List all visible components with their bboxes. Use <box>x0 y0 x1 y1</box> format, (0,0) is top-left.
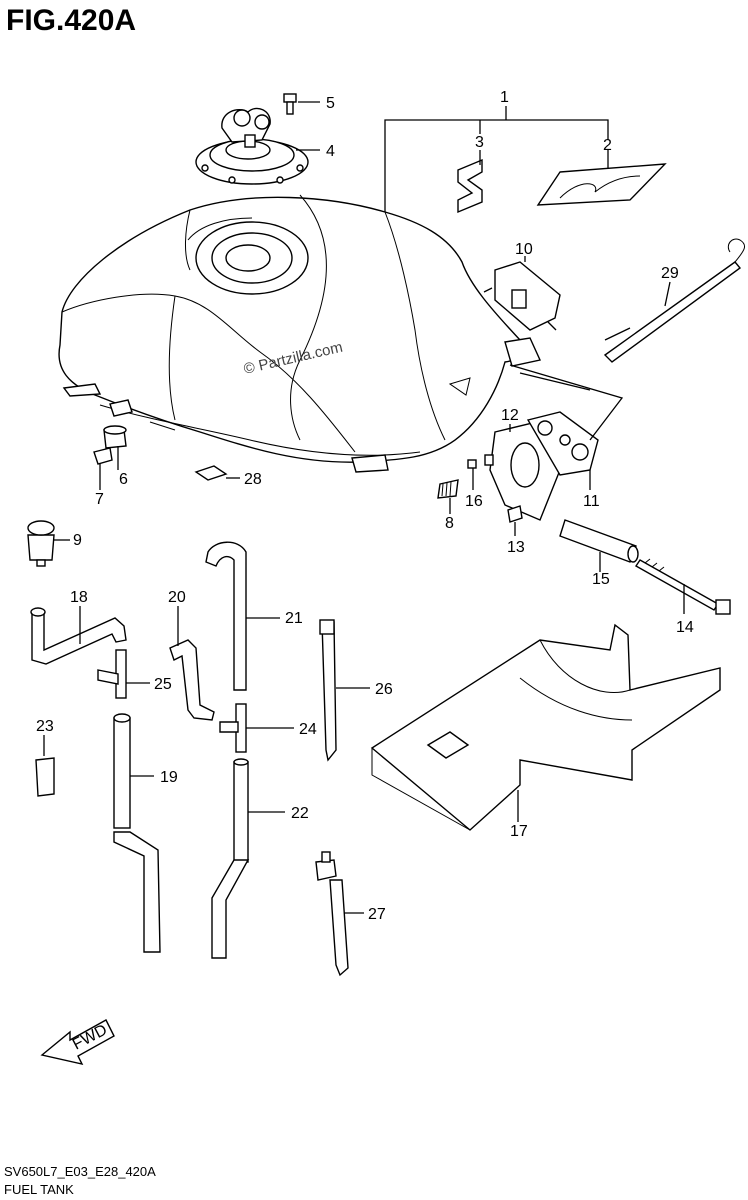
figure-code: SV650L7_E03_E28_420A <box>4 1164 156 1179</box>
callout-26: 26 <box>375 681 393 698</box>
fwd-arrow-icon: FWD <box>40 1019 115 1066</box>
callout-8: 8 <box>445 515 454 532</box>
callout-11: 11 <box>583 493 600 510</box>
callout-16: 16 <box>465 493 483 510</box>
callout-22: 22 <box>291 805 309 822</box>
callout-10: 10 <box>515 241 533 258</box>
callout-29: 29 <box>661 265 679 282</box>
callout-4: 4 <box>326 143 335 160</box>
clamp-27 <box>315 851 349 977</box>
hose-19 <box>113 713 161 953</box>
pad-28 <box>194 465 228 481</box>
callout-2: 2 <box>603 137 612 154</box>
callout-1: 1 <box>500 89 509 106</box>
fuel-tank <box>58 194 541 473</box>
hose-20 <box>169 639 215 721</box>
damper-8 <box>437 479 459 499</box>
fuel-cap <box>195 107 309 185</box>
prop-rod-29 <box>603 238 746 363</box>
hinge-assembly <box>467 411 599 523</box>
callout-27: 27 <box>368 906 386 923</box>
callout-21: 21 <box>285 610 303 627</box>
grommet-6 <box>103 425 127 449</box>
callout-24: 24 <box>299 721 317 738</box>
callout-17: 17 <box>510 823 528 840</box>
callout-19: 19 <box>160 769 178 786</box>
bolt-14 <box>634 558 731 615</box>
callout-6: 6 <box>119 471 128 488</box>
hose-22 <box>211 758 250 959</box>
callout-18: 18 <box>70 589 88 606</box>
joint-25 <box>97 649 127 699</box>
callout-13: 13 <box>507 539 525 556</box>
cushion-9 <box>27 520 55 567</box>
emblem-sv <box>536 163 667 206</box>
callout-5: 5 <box>326 95 335 112</box>
bracket-10 <box>483 261 561 331</box>
callout-7: 7 <box>95 491 104 508</box>
callout-20: 20 <box>168 589 186 606</box>
callout-9: 9 <box>73 532 82 549</box>
callout-12: 12 <box>501 407 519 424</box>
collar-7 <box>93 447 113 465</box>
emblem-suzuki <box>457 158 483 214</box>
callout-28: 28 <box>244 471 262 488</box>
heat-shield-17 <box>370 623 721 831</box>
callout-15: 15 <box>592 571 610 588</box>
bolt-5 <box>283 93 297 115</box>
callout-25: 25 <box>154 676 172 693</box>
hose-18 <box>30 607 127 665</box>
hose-21 <box>205 541 247 691</box>
label-23 <box>35 757 55 797</box>
callout-3: 3 <box>475 134 484 151</box>
callout-23: 23 <box>36 718 54 735</box>
collar-15 <box>559 519 639 563</box>
joint-24 <box>219 703 247 753</box>
clamp-26 <box>319 619 337 762</box>
figure-title: FIG.420A <box>6 4 136 37</box>
figure-name: FUEL TANK <box>4 1182 74 1197</box>
leader-lines <box>43 101 685 914</box>
callout-14: 14 <box>676 619 694 636</box>
